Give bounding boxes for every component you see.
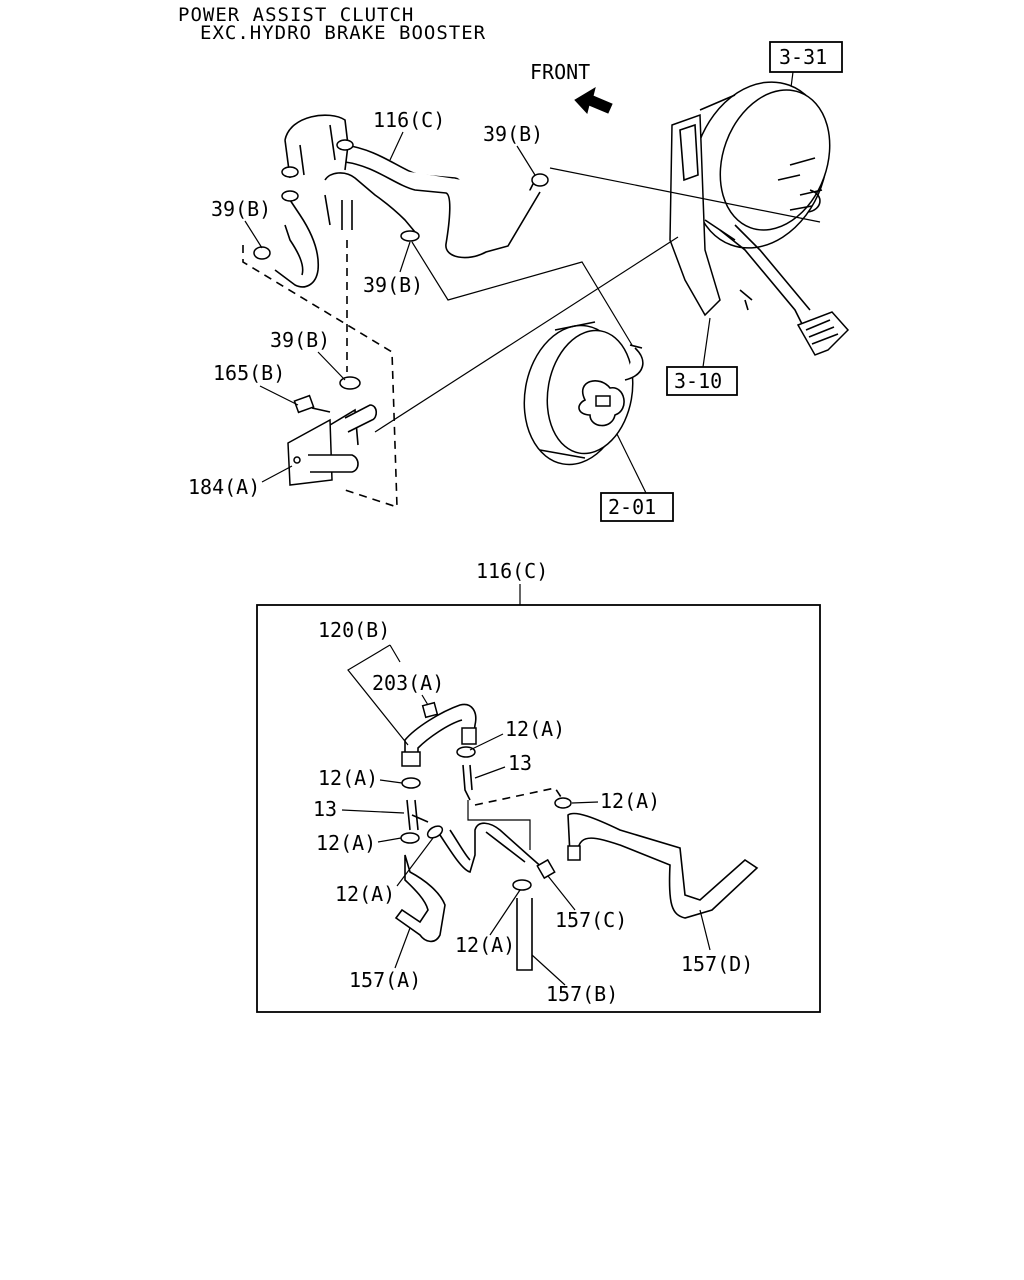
ref-box-2-01[interactable]: 2-01 — [600, 492, 674, 522]
label-116c: 116(C) — [373, 108, 445, 132]
label-157d: 157(D) — [681, 952, 753, 976]
label-12a-4: 12(A) — [316, 831, 376, 855]
front-arrow-icon — [574, 86, 613, 115]
leader-157b — [531, 954, 566, 986]
clutch-pedal-bracket-drawing — [669, 113, 850, 356]
label-13-1: 13 — [508, 751, 532, 775]
leader-39b-top — [516, 145, 536, 176]
label-13-2: 13 — [313, 797, 337, 821]
label-39b-mid: 39(B) — [363, 273, 423, 297]
label-12a-1: 12(A) — [505, 717, 565, 741]
leader-203a — [421, 694, 429, 706]
leader-157d — [699, 909, 711, 951]
leader-39b-lower — [317, 351, 346, 381]
leader-13-1 — [474, 766, 506, 779]
label-12a-3: 12(A) — [600, 789, 660, 813]
leader-39b-left — [244, 220, 263, 249]
ref-2-01-label: 2-01 — [608, 495, 656, 519]
label-165b: 165(B) — [213, 361, 285, 385]
leader-13-2 — [341, 809, 405, 814]
label-184a: 184(A) — [188, 475, 260, 499]
label-39b-left: 39(B) — [211, 197, 271, 221]
leader-157a — [394, 927, 411, 969]
front-label: FRONT — [530, 60, 590, 84]
label-157a: 157(A) — [349, 968, 421, 992]
label-12a-2: 12(A) — [318, 766, 378, 790]
diagram-title-line2: EXC.HYDRO BRAKE BOOSTER — [200, 22, 486, 44]
label-12a-6: 12(A) — [455, 933, 515, 957]
diagram-title-line1: POWER ASSIST CLUTCH — [178, 4, 414, 26]
leader-3-10 — [702, 317, 711, 368]
ref-3-10-label: 3-10 — [674, 369, 722, 393]
leader-12a-5 — [396, 837, 434, 887]
leader-116c — [389, 131, 404, 161]
label-39b-lower: 39(B) — [270, 328, 330, 352]
leader-12a-6 — [489, 889, 521, 936]
ref-3-31-label: 3-31 — [779, 45, 827, 69]
label-12a-5: 12(A) — [335, 882, 395, 906]
detail-parts-drawing — [394, 701, 759, 971]
leader-12a-1 — [469, 733, 504, 751]
leader-12a-3 — [571, 801, 599, 804]
upper-dashed-leaders — [242, 240, 398, 509]
detail-box — [256, 604, 821, 1013]
ref-box-3-10[interactable]: 3-10 — [666, 366, 738, 396]
leader-39b-mid — [399, 241, 411, 273]
hose-assembly-116c-drawing — [253, 114, 549, 486]
leader-12a-2 — [379, 779, 403, 784]
leader-120b — [347, 644, 409, 746]
leader-2-01 — [614, 429, 647, 494]
leader-165b — [259, 385, 299, 406]
leader-157c — [547, 875, 576, 911]
label-39b-top: 39(B) — [483, 122, 543, 146]
ref-box-3-31[interactable]: 3-31 — [769, 41, 843, 73]
leader-12a-4 — [377, 837, 402, 843]
clutch-booster-drawing — [523, 321, 644, 466]
label-157c: 157(C) — [555, 908, 627, 932]
upper-leader-lines — [374, 167, 821, 433]
leader-184a — [261, 465, 293, 483]
label-203a: 203(A) — [372, 671, 444, 695]
detail-header-116c: 116(C) — [476, 559, 548, 583]
label-157b: 157(B) — [546, 982, 618, 1006]
label-120b: 120(B) — [318, 618, 390, 642]
